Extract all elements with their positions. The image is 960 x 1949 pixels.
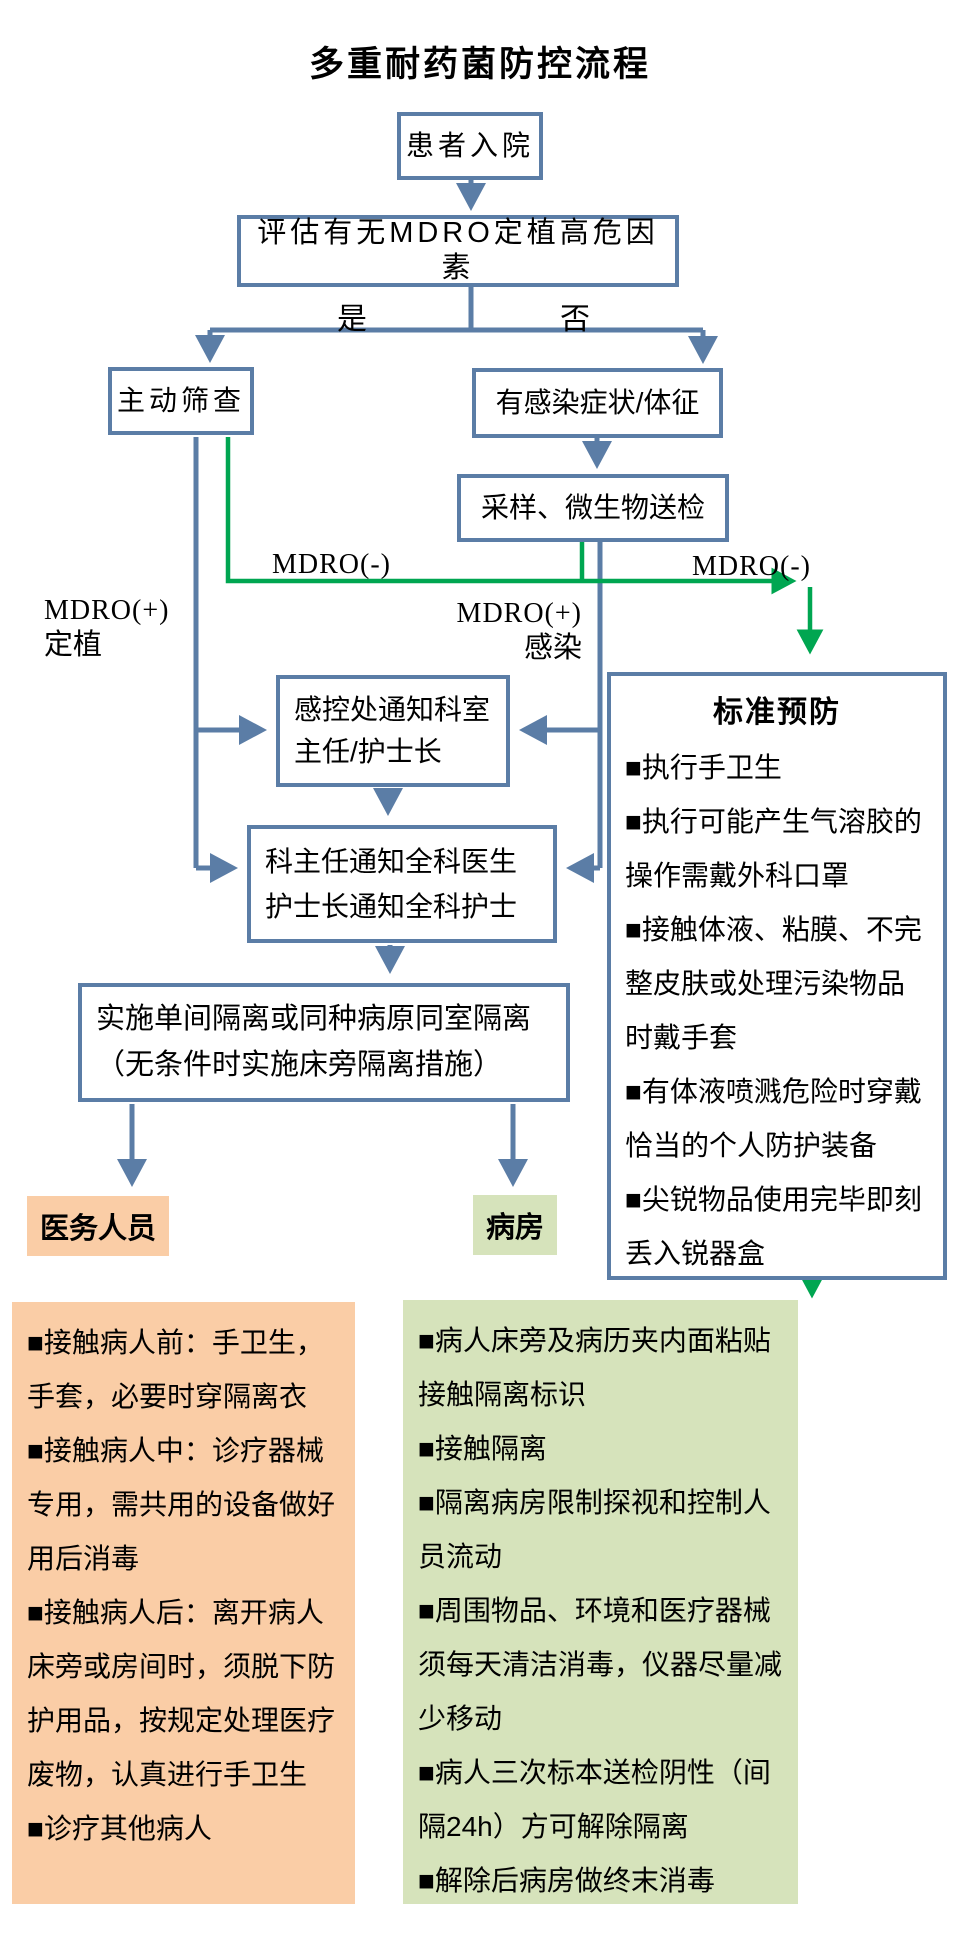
node-notify-all: 科主任通知全科医生 护士长通知全科护士	[247, 825, 557, 943]
mdro-positive-text: MDRO(+)	[44, 595, 170, 626]
node-isolation: 实施单间隔离或同种病原同室隔离 （无条件时实施床旁隔离措施）	[78, 983, 570, 1102]
node-assess-label: 评估有无MDRO定植高危因素	[257, 217, 659, 284]
bullet-item: ■执行手卫生	[625, 752, 782, 783]
standard-precautions-title: 标准预防	[713, 696, 841, 729]
node-sampling: 采样、微生物送检	[457, 474, 729, 542]
colonized-text: 定植	[44, 629, 103, 661]
node-assess: 评估有无MDRO定植高危因素	[237, 215, 679, 287]
node-screening: 主动筛查	[108, 367, 254, 435]
mdro-positive-text: MDRO(+)	[456, 598, 582, 629]
ward-chip: 病房	[473, 1195, 557, 1255]
bullet-item: ■接触隔离	[418, 1433, 547, 1465]
isolation-line2: （无条件时实施床旁隔离措施）	[96, 1048, 503, 1081]
ward-precautions-panel: ■病人床旁及病历夹内面粘贴接触隔离标识 ■接触隔离 ■隔离病房限制探视和控制人员流动…	[403, 1300, 798, 1904]
node-sampling-label: 采样、微生物送检	[480, 492, 705, 524]
standard-precautions-box: 标准预防 ■执行手卫生 ■执行可能产生气溶胶的操作需戴外科口罩 ■接触体液、粘膜、不…	[607, 672, 947, 1280]
staff-chip: 医务人员	[27, 1196, 169, 1256]
bullet-item: ■周围物品、环境和医疗器械须每天清洁消毒，仪器尽量减少移动	[418, 1595, 783, 1735]
ward-chip-label: 病房	[485, 1212, 544, 1244]
isolation-line1: 实施单间隔离或同种病原同室隔离	[96, 1003, 532, 1036]
edge-label-mdro-positive-infected: MDRO(+) 感染	[440, 597, 582, 665]
page-title: 多重耐药菌防控流程	[308, 45, 651, 84]
edge-label-mdro-negative-left: MDRO(-)	[272, 549, 391, 580]
standard-precautions-list: ■执行手卫生 ■执行可能产生气溶胶的操作需戴外科口罩 ■接触体液、粘膜、不完整皮肤或…	[625, 741, 929, 1281]
bullet-item: ■解除后病房做终末消毒	[418, 1865, 715, 1897]
node-admission: 患者入院	[397, 112, 543, 180]
notify-all-line1: 科主任通知全科医生	[265, 845, 518, 877]
node-symptoms-label: 有感染症状/体征	[495, 387, 700, 419]
edge-label-mdro-positive-colonized: MDRO(+) 定植	[44, 594, 169, 662]
branch-no-label: 否	[560, 303, 590, 336]
staff-precautions-panel: ■接触病人前：手卫生，手套，必要时穿隔离衣 ■接触病人中：诊疗器械专用，需共用的设…	[12, 1302, 355, 1904]
staff-chip-label: 医务人员	[39, 1213, 156, 1245]
edge-label-mdro-negative-right: MDRO(-)	[692, 551, 811, 582]
bullet-item: ■接触病人后：离开病人床旁或房间时，须脱下防护用品，按规定处理医疗废物，认真进行…	[27, 1597, 336, 1791]
node-screening-label: 主动筛查	[116, 385, 245, 417]
bullet-item: ■病人床旁及病历夹内面粘贴接触隔离标识	[418, 1325, 771, 1411]
bullet-item: ■接触病人前：手卫生，手套，必要时穿隔离衣	[27, 1327, 324, 1413]
bullet-item: ■诊疗其他病人	[27, 1813, 212, 1845]
bullet-item: ■接触病人中：诊疗器械专用，需共用的设备做好用后消毒	[27, 1435, 336, 1575]
node-notify-dept: 感控处通知科室 主任/护士长	[276, 675, 510, 787]
bullet-item: ■尖锐物品使用完毕即刻丢入锐器盒	[625, 1184, 922, 1270]
node-symptoms: 有感染症状/体征	[472, 368, 723, 438]
bullet-item: ■有体液喷溅危险时穿戴恰当的个人防护装备	[625, 1076, 922, 1162]
notify-dept-line1: 感控处通知科室	[294, 694, 491, 726]
node-admission-label: 患者入院	[405, 130, 534, 162]
bullet-item: ■隔离病房限制探视和控制人员流动	[418, 1487, 771, 1573]
bullet-item: ■接触体液、粘膜、不完整皮肤或处理污染物品时戴手套	[625, 914, 922, 1054]
infected-text: 感染	[523, 632, 582, 664]
branch-yes-label: 是	[337, 303, 367, 336]
bullet-item: ■病人三次标本送检阴性（间隔24h）方可解除隔离	[418, 1757, 771, 1843]
bullet-item: ■执行可能产生气溶胶的操作需戴外科口罩	[625, 806, 922, 892]
notify-all-line2: 护士长通知全科护士	[265, 890, 518, 922]
notify-dept-line2: 主任/护士长	[294, 736, 442, 768]
